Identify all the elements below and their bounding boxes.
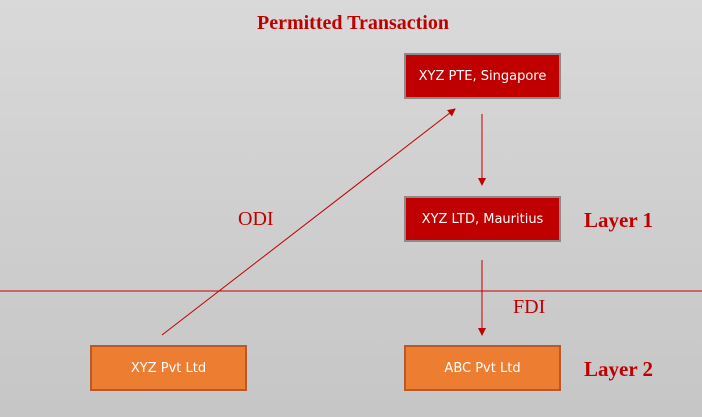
title-text: Permitted Transaction [256, 12, 449, 34]
entity-abc-pvt-label: ABC Pvt Ltd [444, 360, 521, 376]
layer-2-label: Layer 2 [584, 357, 654, 381]
odi-arrow [161, 108, 456, 336]
entity-xyz-pvt: XYZ Pvt Ltd [90, 345, 247, 391]
entity-singapore-label: XYZ PTE, Singapore [418, 68, 547, 84]
entity-singapore: XYZ PTE, Singapore [404, 53, 561, 99]
layer-1-label: Layer 1 [584, 208, 654, 232]
entity-mauritius: XYZ LTD, Mauritius [404, 196, 561, 242]
entity-xyz-pvt-label: XYZ Pvt Ltd [130, 360, 207, 376]
diagram-title: Permitted Transaction [0, 12, 702, 35]
entity-mauritius-label: XYZ LTD, Mauritius [421, 211, 544, 227]
entity-abc-pvt: ABC Pvt Ltd [404, 345, 561, 391]
odi-label: ODI [238, 208, 274, 230]
fdi-label: FDI [513, 296, 546, 318]
